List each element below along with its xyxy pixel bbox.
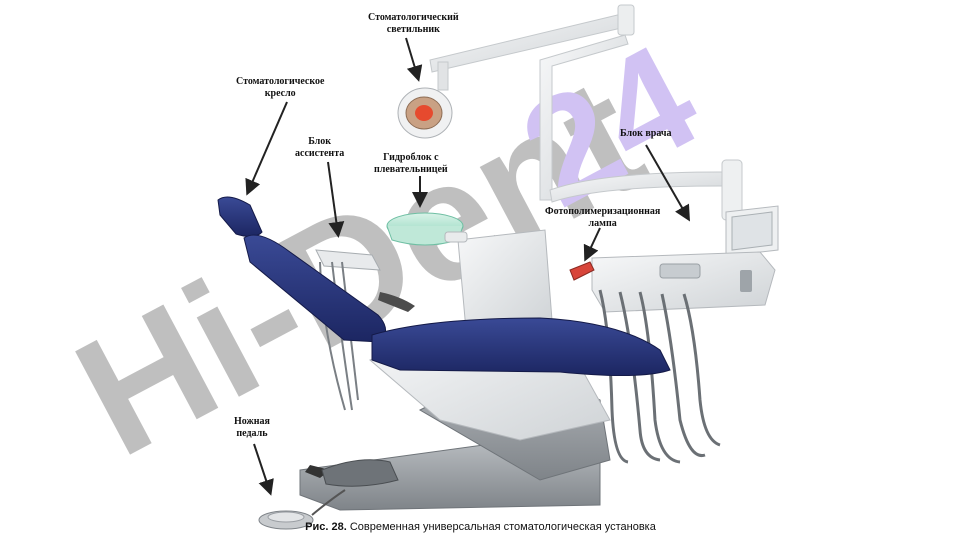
caption-prefix: Рис. 28. <box>305 521 347 533</box>
arrow-lamp <box>583 227 601 262</box>
dental-light <box>397 87 453 139</box>
light-arm <box>429 4 635 201</box>
caption-text: Современная универсальная стоматологичес… <box>346 521 656 533</box>
pointer-arrows <box>245 37 690 496</box>
chair-control-pedal <box>321 459 399 487</box>
arrow-light <box>405 37 423 82</box>
arrow-doctor <box>645 144 690 222</box>
watermark: Hi-Dent 24 <box>48 12 722 493</box>
chair-upholstery <box>217 196 671 377</box>
curing-lamp <box>569 261 595 281</box>
hydroblock <box>386 212 553 331</box>
label-doctor-block: Блок врача <box>620 128 672 139</box>
arrow-chair <box>245 101 288 196</box>
monitor <box>725 205 779 257</box>
doctor-module <box>591 251 776 464</box>
arrow-pedal <box>253 443 274 496</box>
figure-caption: Рис. 28. Современная универсальная стома… <box>0 521 961 533</box>
arrow-assistant <box>327 161 345 238</box>
